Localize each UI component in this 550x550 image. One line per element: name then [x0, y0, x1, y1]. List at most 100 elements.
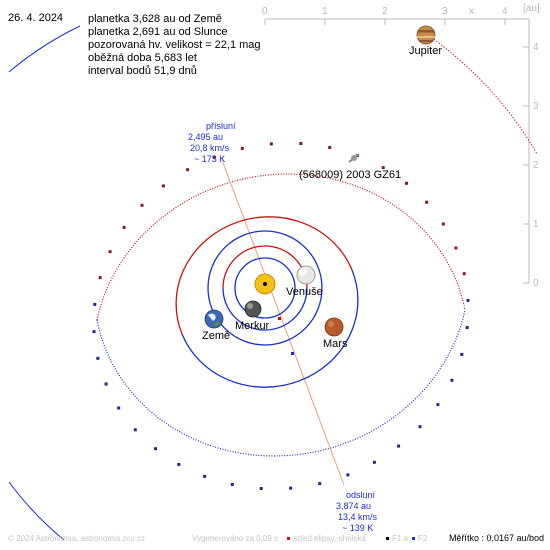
mars-label: Mars	[323, 338, 348, 350]
orbit-sample-point	[418, 425, 422, 429]
scale-label: Měřítko : 0,0167 au/bod	[448, 533, 544, 543]
x-tick-4: 4	[502, 6, 508, 17]
outer-orbit-left-bottom	[8, 481, 65, 541]
orbit-sample-point	[117, 406, 121, 410]
jupiter-label: Jupiter	[409, 45, 443, 57]
orbit-sample-point	[240, 146, 244, 150]
perihelion-annotation: přísluní 2,495 au 20,8 km/s ~ 173 K	[188, 121, 236, 165]
orbit-sample-point	[299, 142, 303, 145]
orbit-sample-point	[212, 155, 216, 159]
aphelion-speed: 13,4 km/s	[338, 512, 378, 522]
y-tick-3: 3	[533, 101, 539, 112]
orbit-sample-point	[93, 302, 97, 306]
orbit-sample-point	[462, 272, 466, 276]
mars-icon	[324, 317, 344, 337]
orbit-sample-point	[269, 142, 273, 146]
orbit-sample-point	[186, 168, 190, 172]
orbit-sample-point	[154, 447, 157, 451]
apsis-line	[221, 159, 345, 486]
perihelion-temperature: ~ 173 K	[194, 154, 226, 164]
axis-frame	[264, 18, 530, 284]
orbit-sample-point	[133, 428, 137, 432]
orbit-sample-point	[466, 298, 470, 302]
generated-time: Vygenerováno za 0,09 s	[192, 534, 278, 543]
legend-center-text: střed elipsy, ohniska	[294, 534, 366, 543]
orbit-sample-point	[381, 166, 385, 170]
info-line-earth-distance: planetka 3,628 au od Země	[88, 13, 222, 25]
orbit-sample-point	[108, 250, 112, 254]
date-label: 26. 4. 2024	[8, 12, 64, 24]
outer-orbit-left-top	[8, 25, 81, 73]
orbit-sample-point	[140, 203, 144, 207]
sun-icon	[254, 273, 276, 295]
orbit-sample-point	[436, 403, 440, 407]
info-line-magnitude: pozorovaná hv. velikost = 22,1 mag	[88, 39, 261, 51]
orbit-sample-point	[230, 483, 234, 486]
info-panel: planetka 3,628 au od Země planetka 2,691…	[88, 13, 261, 78]
orbit-sample-point	[92, 330, 96, 334]
asteroid-label: (568009) 2003 GZ61	[299, 169, 402, 181]
orbit-sample-point	[372, 460, 376, 464]
legend-f1-marker	[386, 537, 389, 540]
orbit-sample-point	[98, 276, 102, 280]
jupiter-orbit-upper	[428, 35, 538, 155]
y-tick-1: 1	[533, 219, 539, 230]
orbit-sample-point	[328, 146, 332, 149]
aphelion-title: odsluní	[346, 490, 376, 500]
earth-orbit	[207, 230, 323, 346]
perihelion-distance: 2,495 au	[188, 132, 224, 142]
x-axis-label: x	[469, 6, 474, 17]
x-tick-3: 3	[442, 6, 448, 17]
orbit-sample-point	[122, 225, 126, 229]
x-tick-0: 0	[262, 6, 268, 17]
earth-label: Země	[202, 330, 231, 342]
legend-f1-text: F1 a	[392, 534, 409, 543]
orbit-sample-point	[454, 246, 458, 250]
aphelion-temperature: ~ 139 K	[342, 523, 374, 533]
orbit-sample-point	[177, 462, 181, 466]
mercury-icon	[244, 300, 262, 318]
orbit-sample-point	[397, 444, 401, 448]
focus-f2-marker	[291, 352, 294, 355]
y-tick-2: 2	[533, 160, 539, 171]
mercury-orbit	[234, 257, 296, 319]
earth-icon	[204, 309, 224, 329]
orbit-sample-point	[318, 482, 322, 486]
orbit-sample-point	[425, 200, 429, 204]
ellipse-center-marker	[278, 317, 281, 320]
perihelion-title: přísluní	[206, 121, 236, 131]
copyright-link[interactable]: © 2024 Astronomia, astronomia.zcu.cz	[8, 534, 146, 543]
venus-orbit-blue	[222, 287, 308, 331]
unit-label: [au]	[523, 3, 540, 14]
x-tick-2: 2	[382, 6, 388, 17]
orbit-sample-point	[161, 184, 165, 188]
info-line-interval: interval bodů 51,9 dnů	[88, 65, 197, 77]
venus-label: Venuše	[286, 286, 323, 298]
legend-center-marker	[287, 537, 290, 540]
legend-f2-text: F2	[418, 534, 428, 543]
orbit-sample-point	[96, 356, 100, 360]
info-line-sun-distance: planetka 2,691 au od Slunce	[88, 26, 228, 38]
venus-icon	[296, 265, 316, 285]
legend-f2-marker	[412, 537, 415, 540]
orbit-sample-point	[450, 378, 454, 382]
y-tick-0: 0	[533, 278, 539, 289]
orbit-sample-point	[405, 181, 408, 185]
orbit-sample-point	[259, 487, 263, 490]
x-tick-1: 1	[322, 6, 328, 17]
asteroid-icon	[348, 153, 360, 163]
aphelion-distance: 3,874 au	[336, 501, 372, 511]
info-line-period: oběžná doba 5,683 let	[88, 52, 197, 64]
orbit-sample-point	[203, 474, 207, 478]
orbit-sample-point	[465, 326, 469, 330]
orbit-sample-point	[460, 352, 464, 356]
orbit-sample-point	[104, 382, 108, 386]
orbit-sample-point	[441, 222, 445, 226]
perihelion-speed: 20,8 km/s	[190, 143, 230, 153]
orbit-sample-point	[289, 486, 293, 490]
y-tick-4: 4	[533, 42, 539, 53]
mercury-label: Merkur	[235, 320, 270, 332]
mars-orbit-red	[175, 216, 353, 335]
